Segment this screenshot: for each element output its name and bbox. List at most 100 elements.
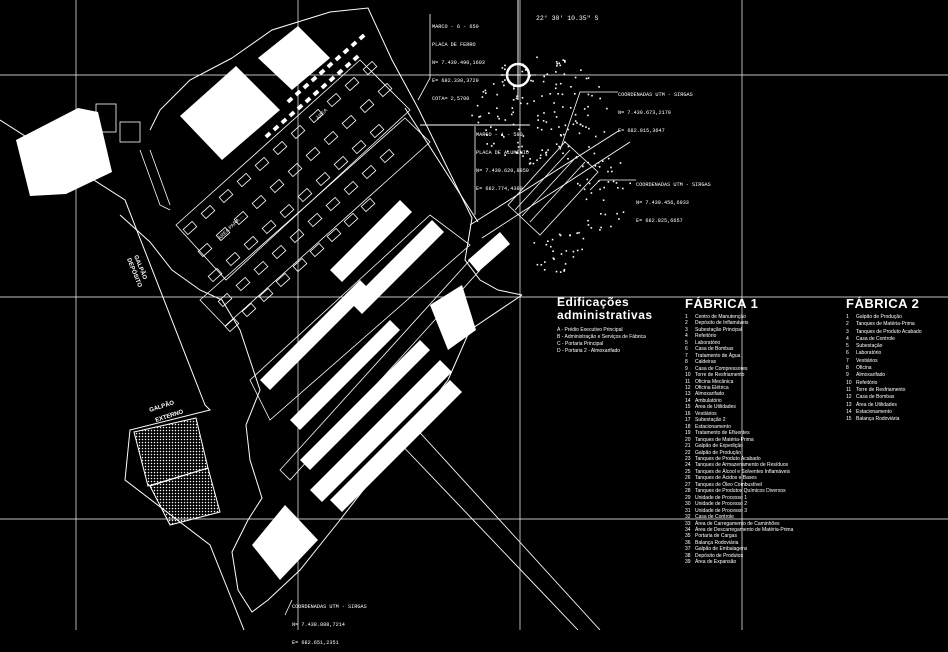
vegetation-dot xyxy=(602,199,605,201)
legend-item-number: 13 xyxy=(846,401,852,408)
site-block xyxy=(318,68,326,76)
north-note: 22° 30' 10.35" S xyxy=(536,14,599,22)
site-block xyxy=(352,54,360,62)
site-block xyxy=(304,96,312,104)
legend-item-number: 5 xyxy=(685,339,688,346)
site-block xyxy=(289,228,305,244)
vegetation-dot xyxy=(542,80,545,83)
vegetation-dot xyxy=(610,225,612,228)
legend-fabrica-2-title: FÁBRICA 2 xyxy=(846,296,920,311)
vegetation-dot xyxy=(522,135,525,137)
vegetation-dot xyxy=(577,182,579,185)
vegetation-dot xyxy=(618,218,620,220)
site-block xyxy=(344,61,352,69)
vegetation-dot xyxy=(481,96,484,98)
vegetation-dot xyxy=(530,79,532,82)
vegetation-dot xyxy=(545,154,548,156)
vegetation-dot xyxy=(619,162,622,164)
vegetation-dot xyxy=(490,145,493,147)
legend-item-text: Tanques de Álcool e Solventes Inflamávei… xyxy=(695,468,791,475)
vegetation-dot xyxy=(556,63,559,65)
coord-line: E= 682.825,6657 xyxy=(636,218,683,224)
legend-item: D - Portaria 2 - Almoxarifado xyxy=(557,348,621,354)
legend-item-number: 2 xyxy=(685,320,688,327)
vegetation-dot xyxy=(537,114,539,117)
legend-item-text: Área de Descarregamento de Matéria-Prima xyxy=(695,526,794,533)
legend-item-number: 29 xyxy=(685,494,691,501)
vegetation-dot xyxy=(501,67,504,69)
vegetation-dot xyxy=(526,150,528,152)
site-block xyxy=(286,96,294,104)
legend-item-text: Tanques de Ácidos e Bases xyxy=(695,475,757,482)
site-frame xyxy=(199,117,431,327)
site-block xyxy=(241,302,257,318)
vegetation-dot xyxy=(495,128,497,131)
vegetation-dot xyxy=(581,248,583,251)
vegetation-dot xyxy=(585,198,588,201)
vegetation-dot xyxy=(482,91,485,93)
vegetation-dot xyxy=(590,192,593,194)
vegetation-dot xyxy=(591,94,593,97)
coord-line: COORDENADAS UTM - SIRGAS xyxy=(292,604,367,610)
vegetation-dot xyxy=(581,125,584,127)
vegetation-dot xyxy=(511,107,514,109)
site-block xyxy=(261,219,277,235)
legend-item-text: Unidade de Processo 3 xyxy=(695,507,747,514)
vegetation-dot xyxy=(486,143,488,145)
vegetation-dot xyxy=(576,122,578,124)
vegetation-dot xyxy=(598,86,600,88)
vegetation-dot xyxy=(600,226,602,229)
vegetation-dot xyxy=(564,141,566,143)
legend-item: 13 Área de Utilidades xyxy=(846,402,946,409)
vegetation-dot xyxy=(532,80,534,82)
north-arrow xyxy=(500,0,536,100)
legend-item-number: 30 xyxy=(685,501,691,508)
site-block xyxy=(224,317,240,333)
site-block xyxy=(182,220,198,236)
legend-item-text: Casa de Bombas xyxy=(695,346,734,353)
legend-item-number: 12 xyxy=(846,394,852,401)
vegetation-dot xyxy=(476,104,479,107)
vegetation-dot xyxy=(485,129,487,131)
legend-item-number: 15 xyxy=(846,416,852,423)
vegetation-dot xyxy=(554,87,557,90)
vegetation-dot xyxy=(555,270,558,273)
vegetation-dot xyxy=(574,120,577,122)
vegetation-dot xyxy=(555,143,558,145)
site-buildings xyxy=(175,33,481,481)
vegetation-dot xyxy=(575,156,578,159)
vegetation-dot xyxy=(550,128,553,130)
vegetation-dot xyxy=(588,146,590,148)
legend-item-text: Oficina Elétrica xyxy=(695,384,729,391)
vegetation-dot xyxy=(539,157,542,159)
legend-item-text: Tanques de Produtos Químicos Diversos xyxy=(695,488,786,495)
legend-item-text: Vestiários xyxy=(695,410,717,417)
vegetation-dot xyxy=(590,227,593,229)
vegetation-dot xyxy=(587,114,589,117)
vegetation-dot xyxy=(545,121,548,123)
legend-item-number: 10 xyxy=(846,379,852,386)
legend-item-text: Portaria de Cargas xyxy=(695,533,737,540)
legend-item-text: Área de Utilidades xyxy=(856,401,897,408)
site-block xyxy=(280,117,288,125)
site-block xyxy=(275,272,291,288)
legend-item-number: 18 xyxy=(685,423,691,430)
site-block xyxy=(297,187,313,203)
main-hall-a xyxy=(180,66,280,160)
vegetation-dot xyxy=(559,64,562,67)
site-block xyxy=(350,40,358,48)
external-warehouse xyxy=(16,108,112,196)
vegetation-dot xyxy=(542,120,545,122)
